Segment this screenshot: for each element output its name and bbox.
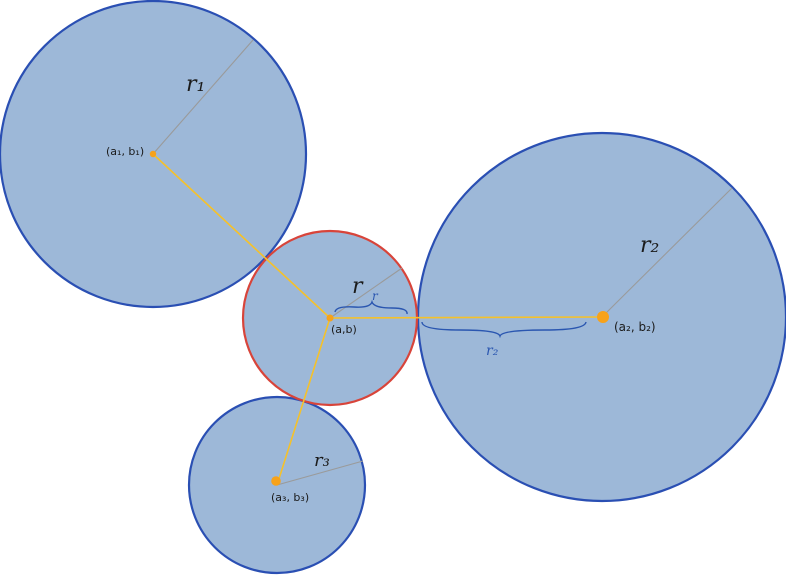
label-center-main: (a,b)	[331, 323, 357, 336]
link-center-to-3	[276, 317, 331, 486]
center-dot-2	[597, 311, 609, 323]
label-radius-main: r	[352, 274, 364, 299]
center-dot-1	[149, 150, 157, 158]
radius-line-3	[276, 460, 364, 486]
radius-line-1	[152, 39, 254, 155]
radius-line-2	[601, 187, 733, 318]
label-brace-r2: r₂	[486, 343, 499, 359]
label-center-3: (a₃, b₃)	[271, 491, 309, 504]
radius-line-center	[329, 267, 403, 319]
label-radius-2: r₂	[640, 233, 659, 258]
link-center-to-1	[152, 153, 331, 319]
link-center-to-2	[329, 316, 603, 319]
label-radius-3: r₃	[314, 450, 330, 471]
label-center-1: (a₁, b₁)	[106, 145, 144, 158]
brace-r2	[421, 321, 587, 339]
brace-r	[334, 299, 408, 315]
label-center-2: (a₂, b₂)	[614, 320, 656, 334]
center-dot-3	[271, 476, 281, 486]
center-dot-center	[326, 314, 334, 322]
label-radius-1: r₁	[186, 72, 205, 97]
label-brace-r: r	[372, 289, 379, 303]
